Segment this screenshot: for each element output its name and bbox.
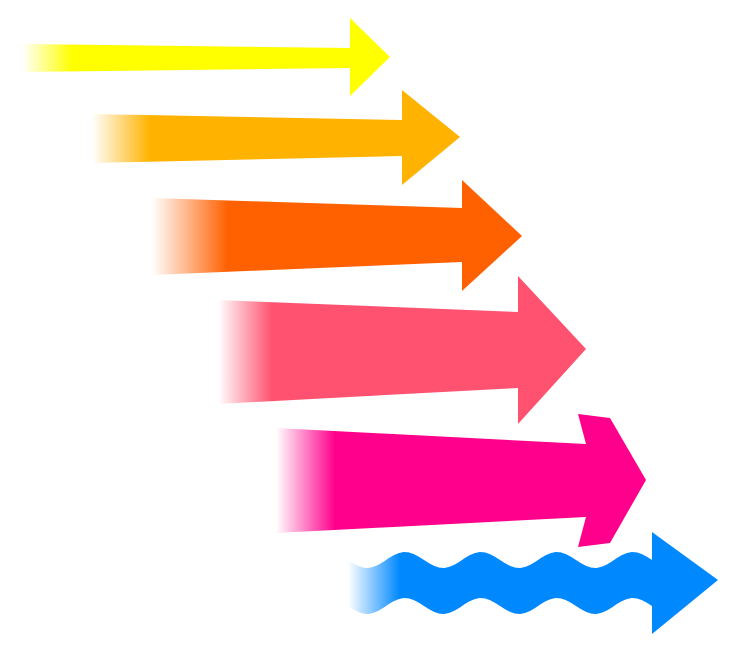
blue-wavy-arrow (348, 532, 718, 634)
coral-arrow (218, 276, 586, 424)
magenta-arrow (276, 414, 646, 547)
orange-arrow (152, 180, 522, 291)
amber-arrow (92, 90, 460, 185)
yellow-arrow (22, 18, 390, 96)
